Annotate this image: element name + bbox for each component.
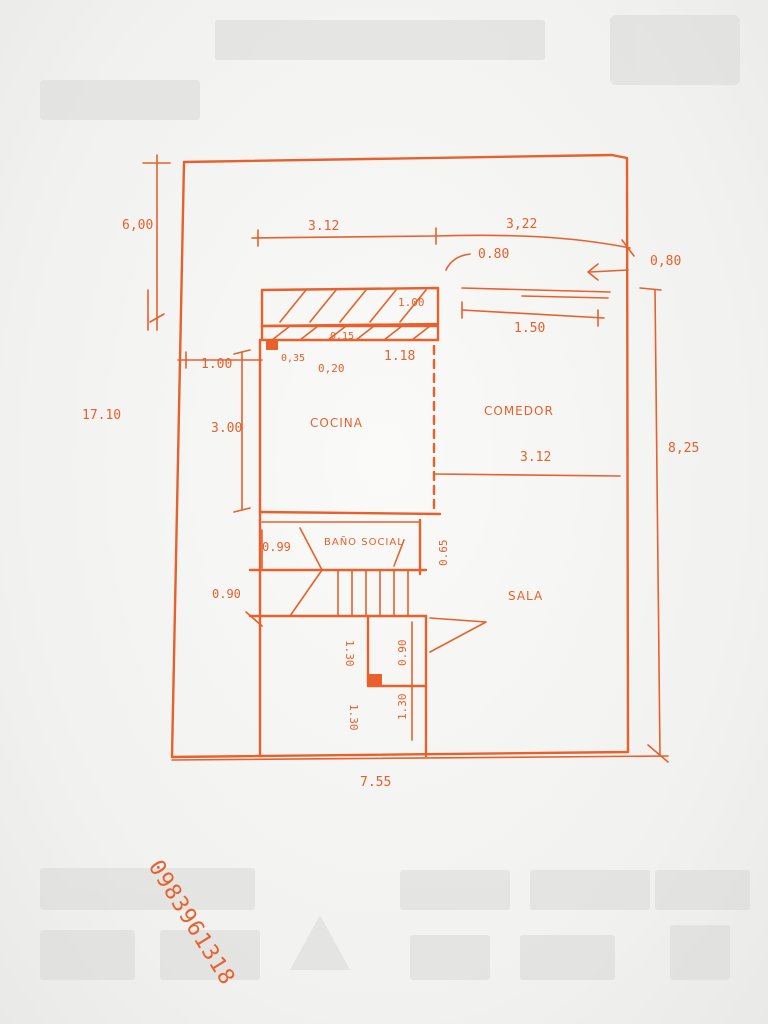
bath-door-swing <box>299 527 323 571</box>
dim-080b-line <box>589 269 629 273</box>
window-line-1 <box>461 287 611 293</box>
counter-front <box>260 324 440 342</box>
stair-diagonal <box>289 569 323 617</box>
dim-label-312-top: 3.12 <box>308 219 339 234</box>
dim-825-tick-top <box>639 287 662 291</box>
dim-825-line <box>654 289 661 757</box>
dim-label-300: 3.00 <box>211 421 242 436</box>
dim-label-150: 1.50 <box>514 321 545 336</box>
sink-mark <box>266 340 278 350</box>
dim-label-322: 3,22 <box>506 217 537 232</box>
dim-label-035: 0,35 <box>281 353 305 364</box>
dim-090-tick <box>245 611 263 627</box>
room-label-bano: BAÑO SOCIAL <box>324 535 404 548</box>
dim-label-825: 8,25 <box>668 441 699 456</box>
dim-080-leader <box>445 253 471 271</box>
kitchen-bottom-wall <box>258 510 442 516</box>
dim-label-080-b: 0,80 <box>650 254 681 269</box>
dim-label-015: 0.15 <box>330 331 354 342</box>
dim-322-tick <box>621 239 635 257</box>
column-mark <box>368 674 382 686</box>
bleed-through <box>40 15 750 980</box>
dim-label-020: 0,20 <box>318 362 345 375</box>
room-label-sala: SALA <box>508 589 543 603</box>
dim-600-arrow <box>147 289 165 331</box>
lot-boundary <box>170 153 630 759</box>
dim-label-755: 7.55 <box>360 775 391 790</box>
dim-label-312-mid: 3.12 <box>520 450 551 465</box>
dim-label-080-a: 0.80 <box>478 247 509 262</box>
dim-150-line <box>461 309 605 319</box>
dim-label-100-a: 1.00 <box>201 357 232 372</box>
dim-312-line <box>251 235 437 239</box>
dim-label-090-left: 0.90 <box>212 587 241 601</box>
dim-322-line <box>435 234 631 249</box>
window-line-2 <box>521 295 609 299</box>
counter-hatch <box>279 289 427 323</box>
dim-080b-arrow <box>587 263 599 281</box>
dim-300-ticks <box>233 349 251 513</box>
dim-label-600: 6,00 <box>122 218 153 233</box>
bath-door-swing-2 <box>393 539 405 567</box>
dim-label-130-c: 1.30 <box>396 694 409 721</box>
dim-label-065: 0.65 <box>437 540 450 567</box>
kitchen-counter <box>260 286 440 328</box>
plan-lines <box>142 153 669 763</box>
dim-755-line <box>171 755 669 761</box>
dim-150-ticks <box>461 301 599 327</box>
dim-label-130-b: 1.30 <box>347 704 360 731</box>
room-label-cocina: COCINA <box>310 416 363 430</box>
dim-label-130-a: 1.30 <box>343 640 356 667</box>
dim-label-1710: 17.10 <box>82 408 121 423</box>
room-label-comedor: COMEDOR <box>484 404 554 418</box>
stair-treads <box>337 569 409 617</box>
counter-front-hatch <box>271 325 431 341</box>
dim-label-100-b: 1.00 <box>398 296 425 309</box>
dim-312-mid-line <box>433 473 621 477</box>
sala-door-swing <box>429 617 487 653</box>
dim-label-099: 0.99 <box>262 540 291 554</box>
dim-825-tick-bottom <box>647 744 669 763</box>
dim-label-090-mid: 0.90 <box>396 640 409 667</box>
dim-label-118: 1.18 <box>384 349 415 364</box>
